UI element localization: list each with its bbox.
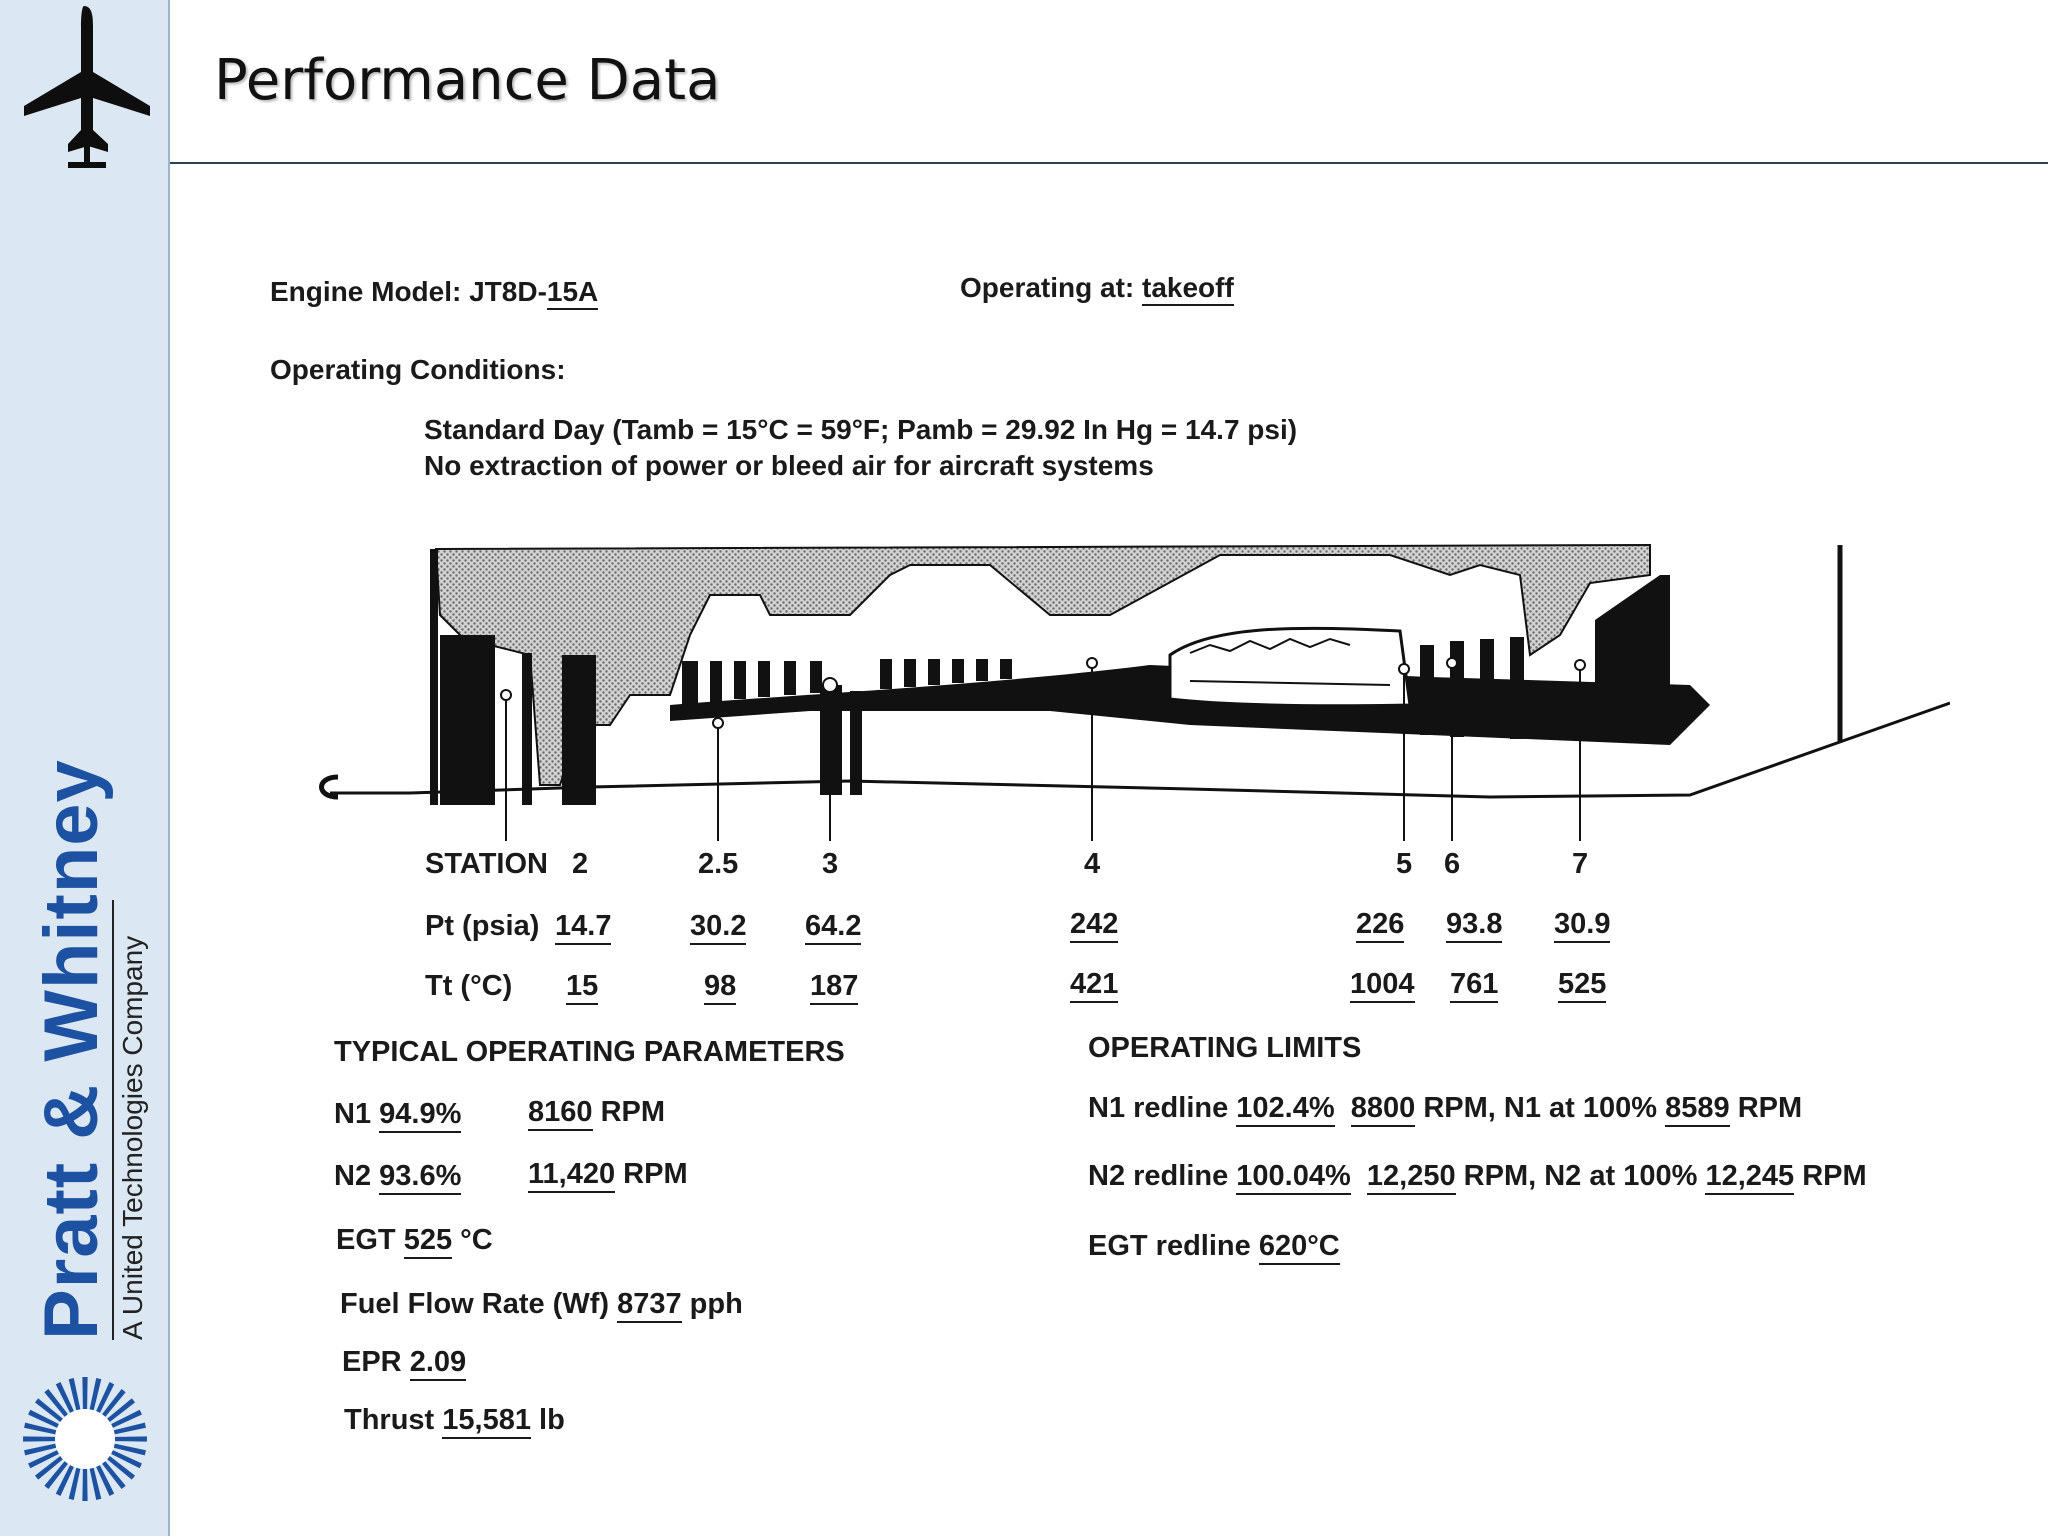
sidebar: Pratt & Whitney A United Technologies Co… bbox=[0, 0, 170, 1536]
sunburst-ray bbox=[68, 1378, 81, 1411]
sunburst-ray bbox=[114, 1436, 147, 1442]
sunburst-ray bbox=[82, 1377, 88, 1410]
tt-value: 98 bbox=[704, 970, 737, 1005]
pt-value: 30.9 bbox=[1554, 908, 1611, 943]
sunburst-ray bbox=[28, 1409, 59, 1428]
conditions-line-1: Standard Day (Tamb = 15°C = 59°F; Pamb =… bbox=[424, 414, 1298, 445]
company-name: Pratt & Whitney bbox=[29, 759, 114, 1340]
sunburst-ray bbox=[82, 1468, 88, 1501]
typical-fuel-flow: Fuel Flow Rate (Wf) 8737 pph bbox=[340, 1288, 743, 1323]
engine-model-value: 15A bbox=[546, 276, 599, 310]
station-row-label: STATION bbox=[425, 848, 548, 880]
tt-value: 761 bbox=[1450, 968, 1499, 1003]
sunburst-ray bbox=[89, 1467, 102, 1500]
sunburst-ray bbox=[102, 1388, 126, 1417]
tt-value: 187 bbox=[810, 970, 859, 1005]
pt-value: 242 bbox=[1070, 908, 1119, 943]
limits-n1: N1 redline 102.4% 8800 RPM, N1 at 100% 8… bbox=[1088, 1092, 1802, 1127]
engine-casing bbox=[434, 543, 1651, 786]
engine-model-label: Engine Model: JT8D- bbox=[270, 276, 547, 307]
pt-value: 64.2 bbox=[805, 910, 862, 945]
typical-heading: TYPICAL OPERATING PARAMETERS bbox=[334, 1036, 845, 1068]
sunburst-ray bbox=[111, 1409, 142, 1428]
tt-value: 15 bbox=[566, 970, 599, 1005]
slide-header: Performance Data bbox=[170, 0, 2048, 164]
station-id: 6 bbox=[1444, 848, 1461, 880]
typical-thrust: Thrust 15,581 lb bbox=[344, 1404, 565, 1439]
sunburst-ray bbox=[68, 1467, 81, 1500]
station-id: 2 bbox=[572, 848, 589, 880]
conditions-line-2: No extraction of power or bleed air for … bbox=[424, 450, 1154, 481]
station-id: 3 bbox=[822, 848, 839, 880]
typical-epr: EPR 2.09 bbox=[342, 1346, 467, 1381]
station-id: 5 bbox=[1396, 848, 1413, 880]
pt-value: 93.8 bbox=[1446, 908, 1503, 943]
operating-mode: Operating at: takeoff bbox=[960, 272, 1234, 306]
sunburst-ray bbox=[96, 1465, 115, 1496]
pw-sunburst-logo bbox=[23, 1377, 147, 1501]
sunburst-ray bbox=[24, 1422, 57, 1435]
pt-value: 14.7 bbox=[555, 910, 612, 945]
sunburst-ray bbox=[107, 1456, 136, 1480]
compressor-blades bbox=[682, 659, 1012, 709]
slide-title: Performance Data bbox=[214, 48, 721, 113]
sunburst-ray bbox=[113, 1422, 146, 1435]
brand-block: Pratt & Whitney A United Technologies Co… bbox=[29, 759, 160, 1340]
sunburst-ray bbox=[107, 1398, 136, 1422]
station-id: 2.5 bbox=[698, 848, 739, 880]
typical-n1-rpm: 8160 RPM bbox=[528, 1096, 665, 1131]
conditions-heading: Operating Conditions: bbox=[270, 354, 566, 385]
station-probes bbox=[500, 657, 1586, 841]
tt-value: 525 bbox=[1558, 968, 1607, 1003]
operating-mode-value: takeoff bbox=[1142, 272, 1234, 306]
station-id: 7 bbox=[1572, 848, 1589, 880]
limits-egt: EGT redline 620°C bbox=[1088, 1230, 1340, 1265]
sunburst-ray bbox=[102, 1461, 126, 1490]
sunburst-ray bbox=[44, 1388, 68, 1417]
sunburst-ray bbox=[34, 1398, 63, 1422]
sunburst-ray bbox=[111, 1450, 142, 1469]
sunburst-ray bbox=[113, 1443, 146, 1456]
typical-egt: EGT 525 °C bbox=[336, 1224, 493, 1259]
sunburst-ray bbox=[55, 1465, 74, 1496]
sunburst-ray bbox=[55, 1382, 74, 1413]
pt-value: 30.2 bbox=[690, 910, 747, 945]
typical-n2-rpm: 11,420 RPM bbox=[528, 1158, 688, 1193]
turbine-blades bbox=[1420, 637, 1524, 739]
combustor bbox=[1168, 626, 1412, 708]
pt-row-label: Pt (psia) bbox=[425, 910, 540, 942]
limits-heading: OPERATING LIMITS bbox=[1088, 1032, 1362, 1064]
sunburst-ray bbox=[23, 1436, 56, 1442]
tt-row-label: Tt (°C) bbox=[425, 970, 513, 1002]
sunburst-ray bbox=[34, 1456, 63, 1480]
tt-value: 421 bbox=[1070, 968, 1119, 1003]
typical-n2: N2 93.6% bbox=[334, 1160, 462, 1195]
sunburst-ray bbox=[89, 1378, 102, 1411]
sunburst-ray bbox=[96, 1382, 115, 1413]
tt-value: 1004 bbox=[1350, 968, 1415, 1003]
sunburst-ray bbox=[24, 1443, 57, 1456]
typical-n1: N1 94.9% bbox=[334, 1098, 462, 1133]
operating-mode-label: Operating at: bbox=[960, 272, 1143, 303]
company-tagline: A United Technologies Company bbox=[112, 900, 150, 1340]
sunburst-ray bbox=[44, 1461, 68, 1490]
pt-value: 226 bbox=[1356, 908, 1405, 943]
sunburst-ray bbox=[28, 1450, 59, 1469]
airplane-icon bbox=[24, 6, 150, 168]
limits-n2: N2 redline 100.04% 12,250 RPM, N2 at 100… bbox=[1088, 1160, 1867, 1195]
engine-model: Engine Model: JT8D-15A bbox=[270, 276, 599, 310]
engine-cross-section-diagram bbox=[319, 543, 1950, 841]
station-id: 4 bbox=[1084, 848, 1101, 880]
